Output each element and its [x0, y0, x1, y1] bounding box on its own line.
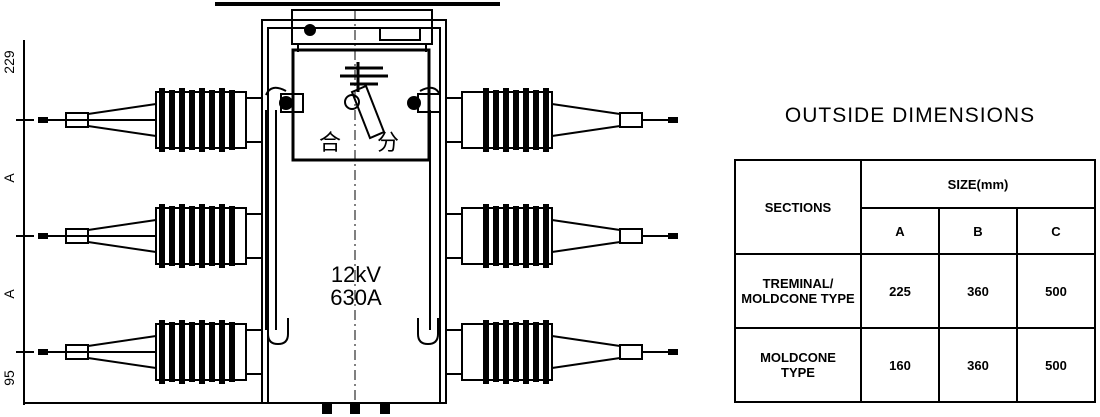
value-cell: 500	[1016, 253, 1096, 329]
dimensions-table: SECTIONS SIZE(mm) A B C TREMINAL/ MOLDCO…	[734, 159, 1096, 403]
bushing-left-2	[40, 207, 263, 265]
value-cell: 225	[860, 253, 940, 329]
voltage-rating: 12kV	[331, 262, 381, 287]
operating-panel	[291, 48, 431, 162]
value-cell: 160	[860, 327, 940, 403]
value-cell: 500	[1016, 327, 1096, 403]
bushing-right-1	[445, 91, 676, 149]
section-cell: MOLDCONE TYPE	[734, 327, 862, 403]
section-line: MOLDCONE	[760, 350, 836, 365]
column-b-header: B	[938, 207, 1018, 255]
section-line: TYPE	[781, 365, 815, 380]
dimension-label-a1: A	[1, 173, 17, 183]
size-header: SIZE(mm)	[860, 159, 1096, 209]
close-indicator-label: 合	[319, 130, 341, 155]
left-bushings	[40, 91, 263, 381]
current-rating: 630A	[330, 285, 382, 310]
section-cell: TREMINAL/ MOLDCONE TYPE	[734, 253, 862, 329]
section-line: TREMINAL/	[762, 276, 834, 291]
switchgear-drawing: 229 A A 95 合 分 12kV 630A	[1, 2, 678, 414]
table-row: TREMINAL/ MOLDCONE TYPE 225 360 500	[734, 253, 1096, 329]
bushing-right-3	[445, 323, 676, 381]
open-indicator-label: 分	[377, 130, 399, 155]
value-cell: 360	[938, 253, 1018, 329]
dimension-label-top: 229	[1, 50, 17, 74]
column-c-header: C	[1016, 207, 1096, 255]
dimensions-title: OUTSIDE DIMENSIONS	[784, 104, 1036, 127]
table-row: MOLDCONE TYPE 160 360 500	[734, 327, 1096, 403]
column-a-header: A	[860, 207, 940, 255]
bushing-left-3	[40, 323, 263, 381]
value-cell: 360	[938, 327, 1018, 403]
section-line: MOLDCONE TYPE	[741, 291, 855, 306]
dimension-label-bottom: 95	[1, 370, 17, 386]
bushing-left-1	[40, 91, 263, 149]
sections-header: SECTIONS	[734, 159, 862, 255]
dimension-label-a2: A	[1, 289, 17, 299]
right-bushings	[445, 91, 676, 381]
bushing-right-2	[445, 207, 676, 265]
